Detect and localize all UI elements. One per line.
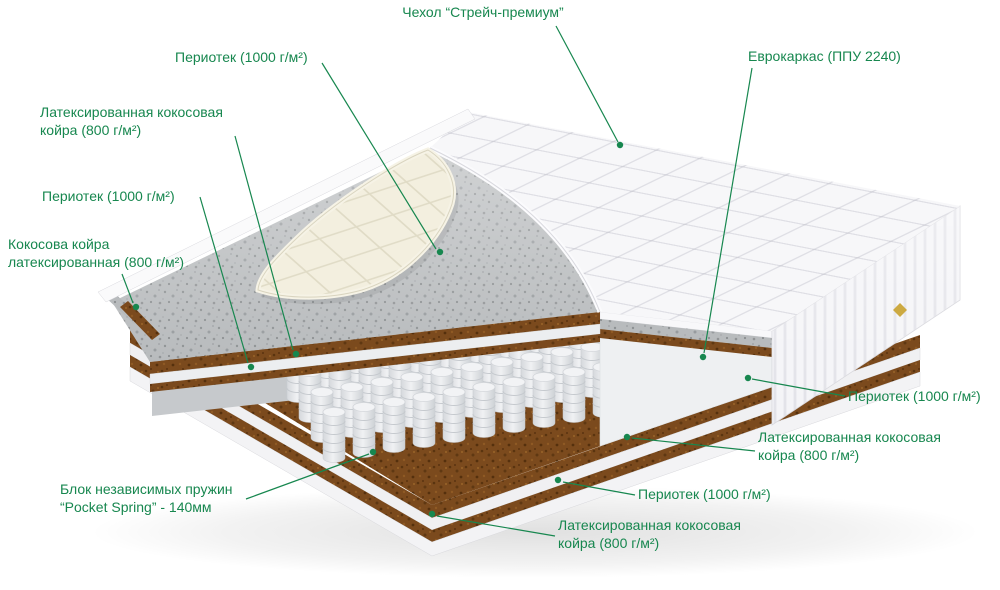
leader-lines bbox=[121, 25, 846, 537]
label-coir-bottom: Латексированная кокосовая койра (800 г/м… bbox=[558, 517, 741, 551]
leader-line-springs bbox=[245, 453, 370, 500]
label-cover: Чехол “Стрейч-премиум” bbox=[402, 4, 564, 20]
label-periotek-left: Периотек (1000 г/м²) bbox=[42, 188, 175, 204]
label-coir-top-left: Латексированная кокосовая койра (800 г/м… bbox=[40, 104, 223, 138]
leader-line-coir-top-left bbox=[234, 135, 294, 351]
leader-line-coir-bottom bbox=[436, 515, 556, 537]
anchor-dot-coir-left bbox=[132, 303, 140, 311]
floor-shadow bbox=[90, 486, 980, 578]
anchor-dot-periotek-bottom bbox=[554, 476, 562, 484]
cover-edge-tape bbox=[97, 108, 476, 303]
anchor-dot-coir-right bbox=[623, 433, 631, 441]
anchor-dot-periotek-right bbox=[744, 374, 752, 382]
quilted-cover bbox=[428, 112, 960, 331]
label-eurocarcass: Еврокаркас (ППУ 2240) bbox=[748, 48, 901, 64]
leader-line-coir-right bbox=[631, 437, 756, 452]
anchor-dot-periotek-top bbox=[436, 248, 444, 256]
label-springs: Блок независимых пружин “Pocket Spring” … bbox=[60, 481, 233, 515]
anchor-dot-cover bbox=[616, 141, 624, 149]
label-coir-left: Кокосова койра латексированная (800 г/м²… bbox=[8, 236, 185, 270]
leader-line-coir-left bbox=[121, 273, 134, 304]
upper-layer-strips bbox=[104, 291, 601, 392]
anchor-dot-eurocarcass bbox=[699, 353, 707, 361]
anchor-dot-coir-top-left bbox=[292, 350, 300, 358]
cover-flap bbox=[255, 147, 459, 305]
anchor-dot-coir-bottom bbox=[428, 510, 436, 518]
leader-line-periotek-top bbox=[321, 62, 437, 250]
anchor-dot-springs bbox=[369, 448, 377, 456]
crest-icon bbox=[893, 303, 907, 317]
leader-line-periotek-left bbox=[199, 196, 249, 364]
leader-line-periotek-right bbox=[751, 378, 846, 397]
side-border-panel bbox=[771, 205, 961, 426]
label-coir-right: Латексированная кокосовая койра (800 г/м… bbox=[758, 429, 941, 463]
label-periotek-top: Периотек (1000 г/м²) bbox=[175, 49, 308, 65]
anchor-dots bbox=[132, 141, 752, 518]
label-periotek-bottom: Периотек (1000 г/м²) bbox=[638, 486, 771, 502]
base-layer-bands bbox=[129, 330, 921, 557]
leader-line-eurocarcass bbox=[703, 67, 753, 354]
label-periotek-right: Периотек (1000 г/м²) bbox=[848, 388, 981, 404]
leader-line-periotek-bottom bbox=[562, 481, 636, 496]
anchor-dot-periotek-left bbox=[247, 363, 255, 371]
leader-line-cover bbox=[555, 25, 619, 143]
